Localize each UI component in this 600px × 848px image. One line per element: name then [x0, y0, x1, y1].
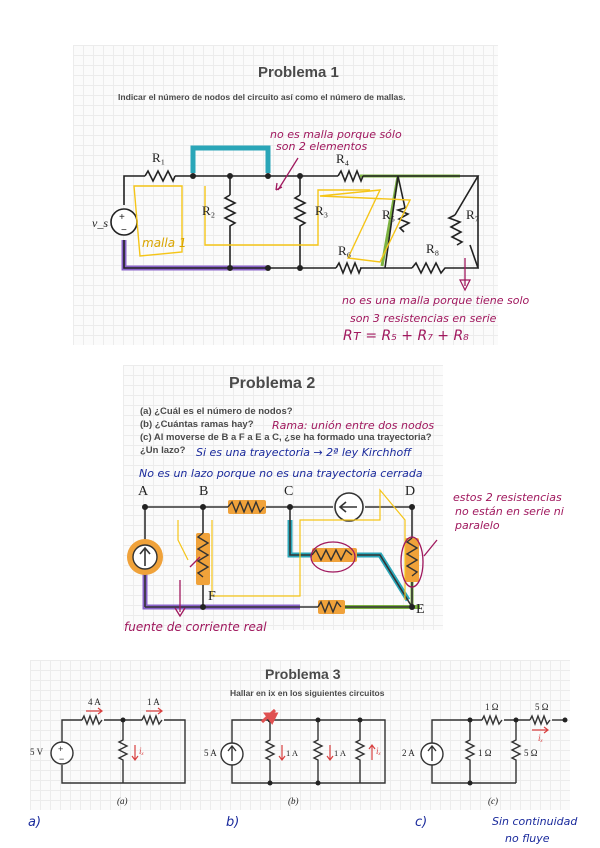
c-a-caption: (a) — [117, 796, 128, 806]
svg-text:−: − — [121, 225, 127, 236]
note-top-line1: no es malla porque sólo — [270, 128, 402, 141]
node-b: B — [199, 484, 209, 499]
problem2-q-d: ¿Un lazo? — [140, 445, 186, 456]
c-a-ix: iₓ — [139, 746, 145, 756]
c-c-rmid: 1 Ω — [478, 748, 492, 758]
label-r6: R₆ — [338, 243, 352, 258]
label-r2: R₂ — [202, 203, 216, 218]
note-cont1: Sin continuidad — [492, 815, 578, 828]
c-b-ix: iₓ — [376, 746, 382, 756]
note-bottom-line1: no es una malla porque tiene solo — [342, 294, 530, 307]
note-a: a) — [28, 815, 42, 830]
label-r8: R₈ — [426, 241, 440, 256]
node-d: D — [405, 484, 416, 499]
c-c-caption: (c) — [488, 796, 498, 806]
c-b-i1: 1 A — [286, 748, 299, 758]
svg-text:−: − — [59, 754, 64, 764]
problem2-title: Problema 2 — [229, 375, 316, 392]
note-cont2: no fluye — [505, 832, 550, 845]
label-r5: R₅ — [382, 207, 396, 222]
problem2-q-a: (a) ¿Cuál es el número de nodos? — [140, 406, 293, 417]
svg-text:+: + — [119, 212, 125, 223]
node-e: E — [416, 602, 425, 617]
label-r7: R₇ — [466, 207, 480, 222]
label-r3: R₃ — [315, 203, 329, 218]
node-a: A — [138, 484, 149, 499]
problem2-q-c: (c) Al moverse de B a F a E a C, ¿se ha … — [140, 432, 432, 443]
label-vs: v_s — [92, 216, 108, 230]
note-top-line2: son 2 elementos — [276, 140, 368, 153]
svg-text:+: + — [58, 744, 63, 754]
note-b: b) — [226, 815, 240, 830]
note-formula: Rᴛ = R₅ + R₇ + R₈ — [343, 328, 469, 344]
problem3-panel — [30, 660, 570, 810]
note-resist-line3: paralelo — [455, 519, 500, 532]
label-r1: R₁ — [152, 150, 166, 165]
c-c-src: 2 A — [402, 748, 415, 758]
note-c: c) — [415, 815, 428, 830]
problem3-statement: Hallar en ix en los siguientes circuitos — [230, 688, 385, 698]
problem2-panel — [123, 365, 443, 630]
c-a-top2: 1 A — [147, 697, 160, 707]
problem1-panel — [73, 45, 498, 345]
c-b-caption: (b) — [288, 796, 299, 806]
note-resist-line2: no están en serie ni — [455, 505, 564, 518]
c-c-top2: 5 Ω — [535, 702, 549, 712]
c-c-top1: 1 Ω — [485, 702, 499, 712]
c-b-i2: 1 A — [334, 748, 347, 758]
problem3-title: Problema 3 — [265, 666, 341, 682]
node-c: C — [284, 484, 294, 499]
problem1-statement: Indicar el número de nodos del circuito … — [118, 92, 406, 102]
note-resist-line1: estos 2 resistencias — [453, 491, 562, 504]
note-malla: malla 1 — [142, 236, 187, 250]
c-a-top1: 4 A — [88, 697, 101, 707]
note-trayectoria: Si es una trayectoria → 2ª ley Kirchhoff — [196, 446, 412, 459]
note-lazo: No es un lazo porque no es una trayector… — [139, 467, 423, 480]
c-c-rright: 5 Ω — [524, 748, 538, 758]
label-r4: R₄ — [336, 151, 350, 166]
problem2-q-b: (b) ¿Cuántas ramas hay? — [140, 419, 254, 430]
note-bottom-line2: son 3 resistencias en serie — [350, 312, 497, 325]
c-a-src: 5 V — [30, 747, 44, 757]
note-fuente: fuente de corriente real — [124, 620, 267, 634]
c-b-src: 5 A — [204, 748, 217, 758]
note-rama: Rama: unión entre dos nodos — [272, 419, 435, 432]
node-f: F — [208, 589, 216, 604]
problem1-title: Problema 1 — [258, 64, 339, 81]
c-c-ix: iₓ — [538, 733, 544, 743]
